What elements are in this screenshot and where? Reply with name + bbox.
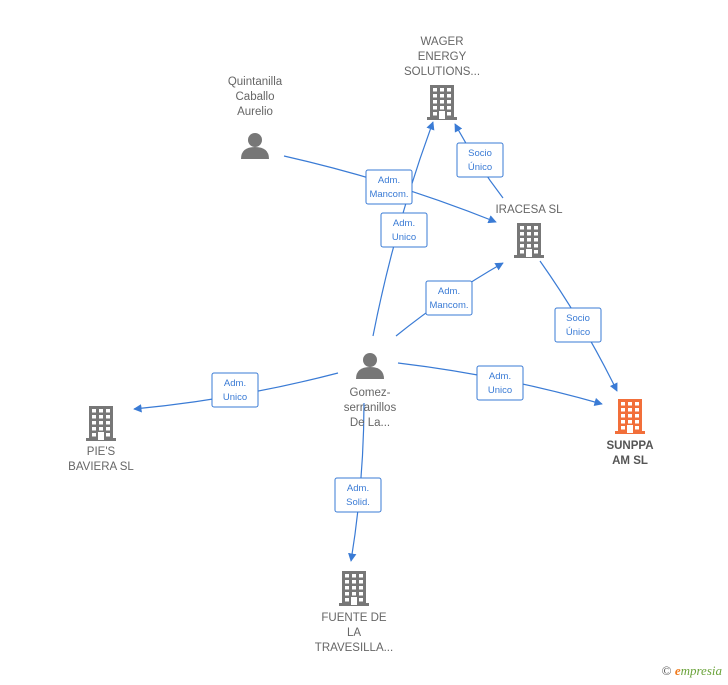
building-icon: [427, 85, 457, 120]
edge-label[interactable]: Adm. Solid.: [334, 477, 382, 513]
node-label: PIE'S: [87, 446, 116, 458]
building-icon: [615, 399, 645, 434]
node-label: ENERGY: [418, 51, 467, 63]
edge-label-box: [456, 142, 504, 178]
edge-label-text: Adm.: [438, 286, 460, 297]
node-label: Aurelio: [237, 106, 273, 118]
edge-label-text: Socio: [566, 313, 590, 324]
node-wager[interactable]: WAGER ENERGY SOLUTIONS...: [404, 36, 480, 120]
edge-label-text: Mancom.: [429, 300, 468, 311]
person-icon: [356, 353, 384, 379]
edge-label-text: Único: [468, 162, 492, 173]
edge-label[interactable]: Adm. Unico: [476, 365, 524, 401]
node-label: TRAVESILLA...: [315, 642, 393, 654]
building-icon: [514, 223, 544, 258]
edge-label-text: Solid.: [346, 497, 370, 508]
node-label: De La...: [350, 417, 390, 429]
edge-label-box: [554, 307, 602, 343]
node-label: SOLUTIONS...: [404, 66, 480, 78]
edge-label-text: Adm.: [224, 378, 246, 389]
node-sunppa[interactable]: SUNPPA AM SL: [606, 399, 654, 467]
edge-label-box: [334, 477, 382, 513]
node-iracesa[interactable]: IRACESA SL: [495, 204, 563, 258]
edge-label-text: Adm.: [347, 483, 369, 494]
edge-label[interactable]: Adm. Unico: [380, 212, 428, 248]
edge-label-box: [476, 365, 524, 401]
node-label: IRACESA SL: [495, 204, 563, 216]
node-label: Gomez-: [350, 387, 391, 399]
node-label: AM SL: [612, 455, 648, 467]
node-label: WAGER: [420, 36, 463, 48]
edge-label-text: Unico: [392, 232, 416, 243]
node-pies[interactable]: PIE'S BAVIERA SL: [68, 406, 134, 473]
edge-label-text: Unico: [223, 392, 247, 403]
edge-label-text: Adm.: [378, 175, 400, 186]
node-label: LA: [347, 627, 361, 639]
edge-label-box: [425, 280, 473, 316]
node-fuente[interactable]: FUENTE DE LA TRAVESILLA...: [315, 571, 393, 654]
node-label: serranillos: [344, 402, 397, 414]
node-gomez[interactable]: Gomez-serranillos De La...: [344, 353, 397, 429]
edge-label[interactable]: Adm. Mancom.: [365, 169, 413, 205]
edge-label-box: [380, 212, 428, 248]
edge-label-text: Adm.: [489, 371, 511, 382]
edge-label-text: Mancom.: [369, 189, 408, 200]
building-icon: [86, 406, 116, 441]
node-label: SUNPPA: [606, 440, 653, 452]
edge-label-text: Adm.: [393, 218, 415, 229]
edge-label-box: [365, 169, 413, 205]
brand-logo-initial: e: [674, 663, 681, 678]
person-icon: [241, 133, 269, 159]
edge-label[interactable]: Adm. Mancom.: [425, 280, 473, 316]
node-label: FUENTE DE: [321, 612, 387, 624]
footer-credit: © empresia: [662, 663, 722, 679]
node-label: Caballo: [236, 91, 275, 103]
brand-logo-rest: mpresia: [680, 663, 722, 678]
copyright-symbol: ©: [661, 663, 672, 678]
node-label: Quintanilla: [228, 76, 283, 88]
edge-label[interactable]: Adm. Unico: [211, 372, 259, 408]
building-icon: [339, 571, 369, 606]
edge-label-box: [211, 372, 259, 408]
node-label: BAVIERA SL: [68, 461, 134, 473]
edge-label-text: Socio: [468, 148, 492, 159]
edge-label-text: Único: [566, 327, 590, 338]
edge-label-text: Unico: [488, 385, 512, 396]
